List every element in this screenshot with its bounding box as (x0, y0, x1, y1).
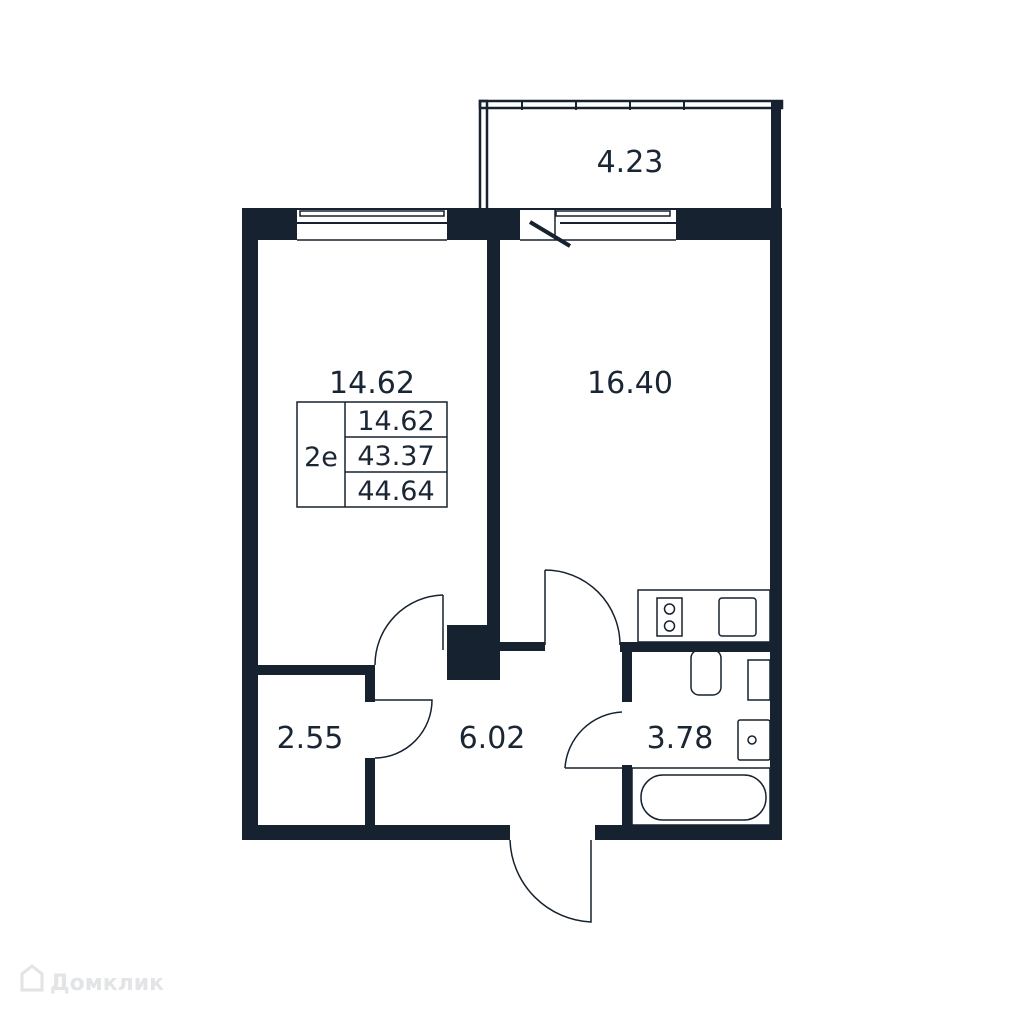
toilet-icon (690, 649, 722, 696)
kitchen-sink-icon (718, 597, 757, 637)
living-area: 14.62 (357, 406, 434, 437)
window-living (520, 210, 676, 248)
room-area-bedroom: 14.62 (329, 366, 415, 401)
doors (374, 569, 623, 923)
room-area-living: 16.40 (587, 366, 673, 401)
kitchen-counter (637, 589, 771, 643)
room-area-bathroom: 3.78 (647, 721, 714, 756)
bath-sink-icon (737, 719, 771, 761)
door-storage (374, 699, 433, 759)
area-summary-table: 2е 14.62 43.37 44.64 (296, 401, 448, 508)
room-area-hallway: 6.02 (459, 721, 526, 756)
fixtures (457, 589, 771, 826)
door-entrance (509, 839, 592, 923)
room-area-storage: 2.55 (277, 721, 344, 756)
room-area-balcony: 4.23 (597, 145, 664, 180)
door-bedroom (374, 594, 444, 666)
washer-icon (747, 659, 771, 701)
total-area-with-balcony: 44.64 (357, 476, 434, 507)
balcony-frame (478, 99, 784, 212)
svg-text:Домклик: Домклик (50, 971, 164, 996)
door-bathroom (564, 711, 623, 769)
apartment-type: 2е (304, 442, 338, 473)
total-area: 43.37 (357, 441, 434, 472)
door-living (544, 569, 621, 646)
house-logo-icon (20, 964, 44, 992)
stove-icon (656, 597, 683, 637)
window-bedroom (295, 210, 450, 241)
watermark: Домклик (20, 964, 164, 996)
bathtub-icon (631, 767, 771, 826)
shaft (457, 634, 481, 674)
